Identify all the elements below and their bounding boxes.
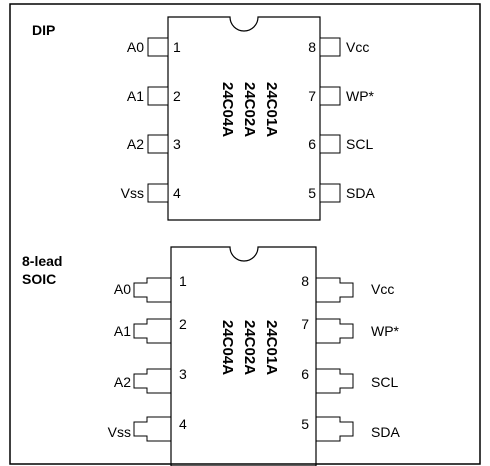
soic-pin-2-lead [133, 318, 171, 344]
soic-pin-4: Vss 4 [108, 416, 187, 442]
soic-label-line2: SOIC [22, 271, 56, 287]
dip-pin-5-name: SDA [346, 185, 375, 201]
dip-pin-6-number: 6 [308, 136, 316, 152]
dip-pin-8: 8 Vcc [308, 37, 369, 57]
soic-pin-3-number: 3 [179, 366, 187, 382]
soic-pin-1: A0 1 [114, 273, 187, 303]
outer-frame [9, 3, 481, 465]
dip-pin-7-number: 7 [308, 88, 316, 104]
dip-pin-4-number: 4 [173, 185, 181, 201]
soic-pin-2-name: A1 [114, 323, 131, 339]
soic-section: 8-lead SOIC A0 1 A1 2 A2 3 Vss 4 8 Vcc [22, 246, 400, 466]
soic-part-number-1: 24C01A [263, 320, 280, 375]
soic-pin-8: 8 Vcc [301, 273, 394, 303]
dip-pin-4-name: Vss [121, 185, 144, 201]
dip-pin-7: 7 WP* [308, 86, 375, 106]
dip-label: DIP [32, 22, 55, 38]
dip-part-number-3: 24C04A [219, 82, 236, 137]
soic-pin-4-name: Vss [108, 424, 131, 440]
dip-pin-3: A2 3 [127, 134, 181, 154]
soic-pin-1-number: 1 [179, 273, 187, 289]
soic-label-line1: 8-lead [22, 253, 62, 269]
soic-pin-1-lead [133, 277, 171, 303]
dip-pin-3-lead [147, 134, 169, 154]
dip-pin-8-number: 8 [308, 39, 316, 55]
soic-pin-6: 6 SCL [301, 366, 398, 394]
dip-pin-2-lead [147, 86, 169, 106]
soic-pin-3: A2 3 [114, 366, 187, 394]
soic-pin-5-number: 5 [301, 416, 309, 432]
soic-pin-6-name: SCL [371, 374, 398, 390]
dip-pin-6: 6 SCL [308, 134, 373, 154]
soic-pin-2-number: 2 [179, 316, 187, 332]
dip-pin-1-lead [147, 37, 169, 57]
dip-pin-1-name: A0 [127, 39, 144, 55]
dip-pin-1: A0 1 [127, 37, 181, 57]
dip-part-number-1: 24C01A [263, 82, 280, 137]
dip-pin-2-number: 2 [173, 88, 181, 104]
soic-pin-8-lead [316, 277, 354, 303]
soic-package-body [170, 246, 317, 466]
soic-pin-4-lead [133, 416, 171, 442]
dip-pin-1-number: 1 [173, 39, 181, 55]
dip-pin-5: 5 SDA [308, 183, 375, 203]
soic-pin-7-number: 7 [301, 316, 309, 332]
dip-pin-2-name: A1 [127, 88, 144, 104]
soic-pin-8-name: Vcc [371, 281, 394, 297]
dip-section: DIP A0 1 A1 2 A2 3 Vss 4 8 Vcc [32, 16, 375, 221]
dip-package-body [167, 16, 321, 221]
soic-pin-5: 5 SDA [301, 416, 400, 442]
soic-pin-6-lead [316, 368, 354, 394]
soic-pin-4-number: 4 [179, 416, 187, 432]
dip-pin-8-name: Vcc [346, 39, 369, 55]
dip-pin-3-number: 3 [173, 136, 181, 152]
soic-pin-7-lead [316, 318, 354, 344]
soic-pin-5-lead [316, 416, 354, 442]
soic-part-number-2: 24C02A [241, 320, 258, 375]
dip-pin-4-lead [147, 183, 169, 203]
soic-pin-7: 7 WP* [301, 316, 400, 344]
dip-pin-4: Vss 4 [121, 183, 181, 203]
soic-pin-5-name: SDA [371, 424, 400, 440]
soic-pin-6-number: 6 [301, 366, 309, 382]
soic-pin-1-name: A0 [114, 281, 131, 297]
dip-pin-2: A1 2 [127, 86, 181, 106]
dip-pin-3-name: A2 [127, 136, 144, 152]
dip-pin-6-lead [319, 134, 341, 154]
dip-pin-7-lead [319, 86, 341, 106]
dip-pin-6-name: SCL [346, 136, 373, 152]
soic-pin-7-name: WP* [371, 323, 400, 339]
soic-part-number-3: 24C04A [219, 320, 236, 375]
soic-pin-8-number: 8 [301, 273, 309, 289]
soic-pin-3-name: A2 [114, 374, 131, 390]
dip-pin-5-lead [319, 183, 341, 203]
dip-pin-7-name: WP* [346, 88, 375, 104]
soic-pin-2: A1 2 [114, 316, 187, 344]
dip-pin-5-number: 5 [308, 185, 316, 201]
dip-part-number-2: 24C02A [241, 82, 258, 137]
dip-pin-8-lead [319, 37, 341, 57]
soic-pin-3-lead [133, 368, 171, 394]
